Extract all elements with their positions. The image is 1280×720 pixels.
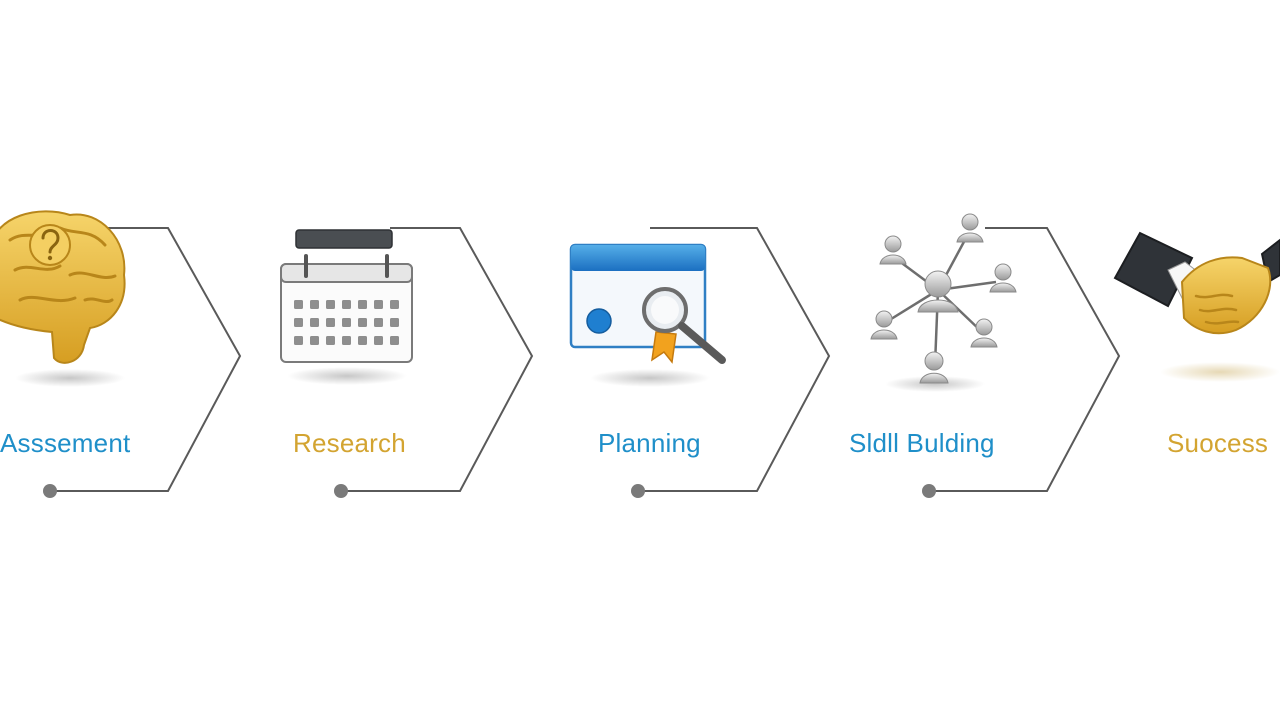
brain-question-icon xyxy=(0,210,126,387)
connector-2 xyxy=(334,227,534,498)
step-label-3: Planning xyxy=(598,428,701,458)
step-label-2: Research xyxy=(293,428,406,458)
certificate-magnifier-icon xyxy=(569,243,726,387)
step-label-5: Suocess xyxy=(1167,428,1269,458)
connector-4 xyxy=(922,227,1121,498)
connector-4-dot xyxy=(922,484,936,498)
connector-3 xyxy=(631,227,831,498)
connector-2-dot xyxy=(334,484,348,498)
calendar-icon xyxy=(280,229,413,385)
connector-1-dot xyxy=(43,484,57,498)
connector-1 xyxy=(43,227,242,498)
handshake-icon xyxy=(1113,231,1280,382)
network-people-icon xyxy=(870,213,1017,392)
step-label-1: Asssement xyxy=(0,428,131,458)
step-label-4: Sldll Bulding xyxy=(849,428,995,458)
connector-3-dot xyxy=(631,484,645,498)
